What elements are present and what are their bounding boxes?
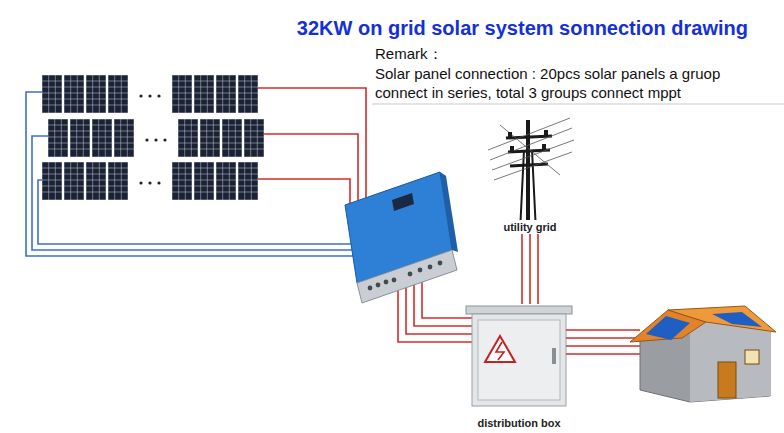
remark-heading: Remark： (375, 44, 495, 63)
house (630, 306, 776, 402)
dc-positive-wires (258, 88, 366, 214)
diagram-title: 32KW on grid solar system sonnection dra… (297, 17, 748, 40)
solar-panel (86, 75, 106, 113)
solar-panel (222, 119, 242, 157)
solar-panel (42, 162, 62, 200)
inverter (345, 172, 458, 303)
solar-panel (108, 162, 128, 200)
house-wires (566, 330, 640, 354)
note-rule (372, 104, 784, 105)
solar-panel (216, 162, 236, 200)
solar-panel (194, 75, 214, 113)
power-line (522, 234, 538, 304)
red-wire (258, 179, 350, 214)
solar-panel (64, 75, 84, 113)
solar-panel (172, 162, 192, 200)
solar-array (42, 75, 264, 200)
inverter-terminal-panel (357, 250, 457, 303)
red-wire (264, 134, 358, 208)
dc-negative-wires (26, 92, 368, 256)
blue-wire (26, 92, 368, 256)
solar-panel (238, 75, 258, 113)
solar-panel (172, 75, 192, 113)
solar-panel (178, 119, 198, 157)
solar-panel (114, 119, 134, 157)
remark-note: Solar panel connection : 20pcs solar pan… (375, 64, 773, 102)
solar-panel (42, 75, 62, 113)
node-label: distribution box (475, 416, 562, 430)
solar-panel (108, 75, 128, 113)
solar-panel (92, 119, 112, 157)
solar-panel (70, 119, 90, 157)
solar-panel (86, 162, 106, 200)
solar-panel (216, 75, 236, 113)
solar-panel (244, 119, 264, 157)
inverter-terminals (368, 261, 443, 291)
distribution-box: distribution box (466, 304, 572, 430)
solar-panel (48, 119, 68, 157)
utility-pole (488, 118, 574, 232)
ellipsis-dots (139, 94, 166, 184)
inverter-display (392, 193, 414, 211)
node-label: utility grid (501, 220, 558, 234)
distribution-cabinet (466, 306, 572, 406)
solar-panel (200, 119, 220, 157)
utility-grid: utility grid (490, 118, 570, 234)
solar-panel (238, 162, 258, 200)
solar-panel (64, 162, 84, 200)
solar-panel (194, 162, 214, 200)
